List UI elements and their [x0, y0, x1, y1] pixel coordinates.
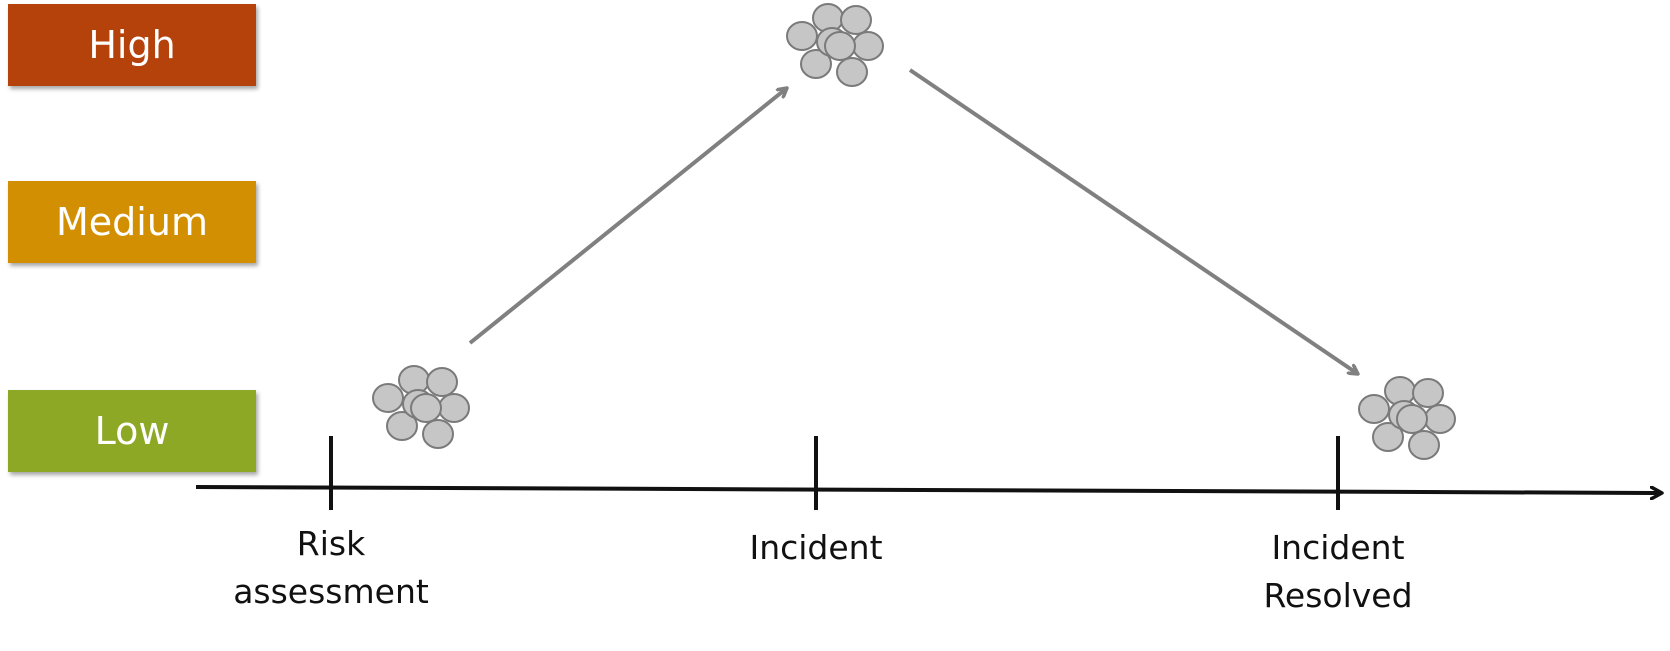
- cluster-coin: [840, 5, 872, 35]
- risk-cluster-low: [372, 365, 470, 449]
- label-incident-resolved: Incident Resolved: [1263, 524, 1412, 620]
- label-incident: Incident: [749, 524, 882, 572]
- level-low-label: Low: [94, 409, 170, 453]
- cluster-coin: [836, 57, 868, 87]
- cluster-coin: [1412, 378, 1444, 408]
- cluster-coin: [800, 49, 832, 79]
- cluster-coin: [410, 393, 442, 423]
- label-risk-line1: Risk: [296, 524, 366, 563]
- level-medium-box: Medium: [8, 181, 256, 263]
- cluster-coin: [852, 31, 884, 61]
- cluster-coin: [824, 31, 856, 61]
- cluster-coin: [386, 411, 418, 441]
- cluster-coin: [372, 383, 404, 413]
- level-high-box: High: [8, 4, 256, 86]
- cluster-coin: [438, 393, 470, 423]
- cluster-coin: [1396, 404, 1428, 434]
- level-low-box: Low: [8, 390, 256, 472]
- cluster-coin: [1424, 404, 1456, 434]
- level-high-label: High: [88, 23, 176, 67]
- cluster-coin: [1372, 422, 1404, 452]
- label-incident-line1: Incident: [749, 528, 883, 567]
- label-resolved-line1: Incident: [1271, 528, 1405, 567]
- cluster-coin: [426, 367, 458, 397]
- risk-cluster-resolved: [1358, 376, 1456, 460]
- timeline-axis: [195, 485, 1662, 493]
- label-risk-assessment: Risk assessment: [233, 520, 429, 616]
- cluster-coin: [422, 419, 454, 449]
- risk-cluster-high: [786, 3, 884, 87]
- cluster-coin: [1408, 430, 1440, 460]
- level-medium-label: Medium: [56, 200, 208, 244]
- label-risk-line2: assessment: [233, 572, 429, 611]
- arrow-rise: [468, 88, 787, 345]
- cluster-coin: [1358, 394, 1390, 424]
- cluster-coin: [786, 21, 818, 51]
- arrow-fall: [908, 68, 1358, 374]
- label-resolved-line2: Resolved: [1263, 576, 1413, 615]
